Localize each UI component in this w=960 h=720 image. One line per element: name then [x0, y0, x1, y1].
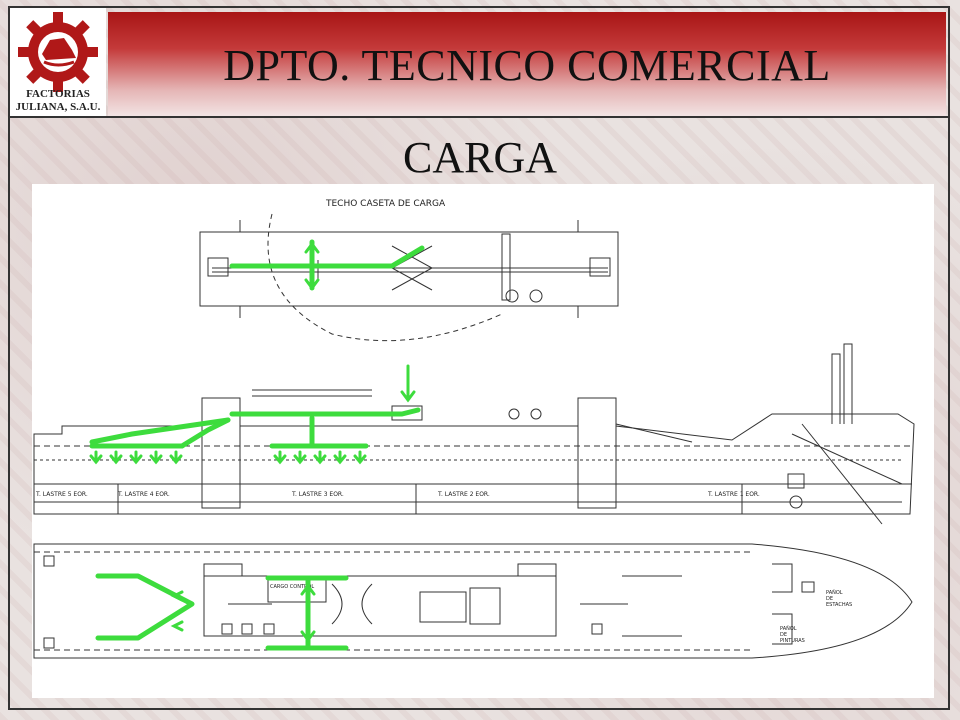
arrow-down-icon: [313, 450, 327, 465]
stores-room-2-line-2: DE: [780, 632, 787, 638]
arrow-up-icon: [304, 242, 320, 254]
arrow-down-icon: [129, 450, 143, 465]
stores-room-1-line-2: DE: [826, 596, 833, 602]
roof-pipe: [229, 245, 425, 269]
arrow-down-icon: [169, 450, 183, 465]
header-band: [108, 12, 946, 116]
flow-arrows: [89, 242, 416, 642]
stores-room-1-line-1: PAÑOL: [826, 589, 843, 596]
roof-plan: [199, 213, 619, 342]
tank-label-4: T. LASTRE 4 EOR.: [117, 491, 170, 498]
plan-pipe-aft: [95, 573, 195, 641]
company-logo: FACTORIAS JULIANA, S.A.U.: [10, 8, 106, 116]
stores-room-2-line-3: PINTURAS: [780, 638, 805, 644]
cargo-control-label: CARGO CONTROL: [270, 584, 314, 590]
header-divider: [10, 116, 948, 118]
deck-outline: [33, 543, 913, 659]
logo-line-1: FACTORIAS: [26, 88, 90, 100]
header-title: DPTO. TECNICO COMERCIAL: [223, 41, 831, 90]
tank-label-3: T. LASTRE 3 EOR.: [291, 491, 344, 498]
arrow-down-icon: [333, 450, 347, 465]
deck-pipe-main: [229, 407, 421, 417]
tank-label-5: T. LASTRE 5 EOR.: [35, 491, 88, 498]
stores-room-2-line-1: PAÑOL: [780, 625, 797, 632]
arrow-down-icon: [300, 630, 316, 642]
cargo-pipe-overlay: [89, 239, 425, 651]
arrow-down-icon: [304, 278, 320, 290]
gear-ship-icon: [18, 12, 98, 92]
arrow-down-icon: [89, 450, 103, 465]
arrow-down-icon: [149, 450, 163, 465]
roof-title: TECHO CASETA DE CARGA: [325, 199, 446, 209]
arrow-left-icon: [170, 590, 184, 602]
deck-plan: [33, 543, 913, 659]
cargo-system-drawing: TECHO CASETA DE CARGA: [32, 184, 934, 698]
arrow-down-icon: [400, 364, 416, 403]
tank-label-1: T. LASTRE 1 EOR.: [707, 491, 760, 498]
arrow-down-icon: [109, 450, 123, 465]
ship-drawing-svg: TECHO CASETA DE CARGA: [33, 199, 915, 659]
slide-frame: [8, 6, 950, 710]
arrow-down-icon: [273, 450, 287, 465]
arrow-left-icon: [170, 620, 184, 632]
arrow-up-icon: [300, 584, 316, 596]
tank-label-2: T. LASTRE 2 EOR.: [437, 491, 490, 498]
roof-outline: [199, 231, 619, 307]
stores-room-1-line-3: ESTACHAS: [826, 602, 852, 608]
crane-swing-arc: [267, 213, 503, 342]
arrow-down-icon: [353, 450, 367, 465]
section-title: CARGA: [402, 133, 558, 182]
logo-line-2: JULIANA, S.A.U.: [15, 101, 101, 113]
arrow-down-icon: [293, 450, 307, 465]
